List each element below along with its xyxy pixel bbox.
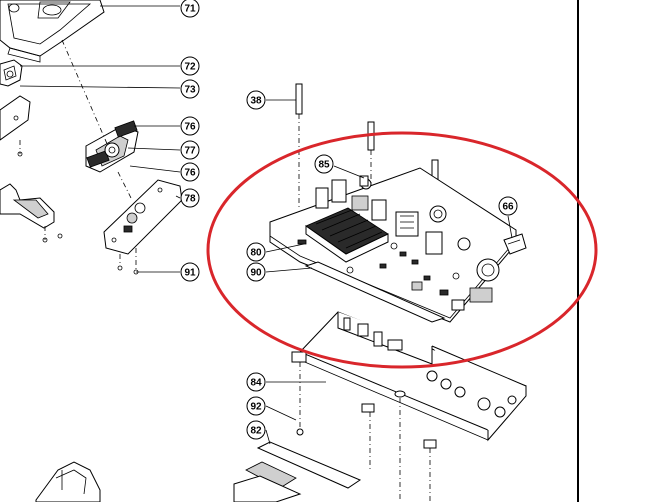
- leader-lines: [19, 5, 513, 445]
- screw-part-92: [296, 428, 304, 436]
- svg-text:91: 91: [184, 268, 196, 279]
- svg-text:76: 76: [184, 168, 196, 179]
- callout-76-bottom: 76: [180, 162, 200, 182]
- chassis-plate-84: [291, 311, 527, 502]
- top-housing-part: [0, 0, 105, 63]
- guide-line: [117, 171, 133, 201]
- main-pcb-board-80: [269, 167, 517, 323]
- callout-92: 92: [246, 396, 266, 416]
- svg-text:84: 84: [250, 378, 262, 389]
- guide-line: [61, 39, 109, 147]
- svg-text:85: 85: [318, 160, 330, 171]
- callout-71: 71: [180, 0, 200, 18]
- svg-text:76: 76: [184, 122, 196, 133]
- svg-text:38: 38: [250, 96, 262, 107]
- callout-77: 77: [180, 140, 200, 160]
- svg-text:73: 73: [184, 85, 196, 96]
- callout-38: 38: [246, 90, 266, 110]
- callout-66: 66: [498, 196, 518, 216]
- callout-90: 90: [246, 262, 266, 282]
- switch-assembly-76-77: [85, 120, 139, 173]
- svg-text:77: 77: [184, 146, 196, 157]
- svg-text:71: 71: [184, 4, 196, 15]
- callout-76-top: 76: [180, 116, 200, 136]
- bracket-part-72: [0, 59, 23, 87]
- small-board-left: [0, 95, 31, 157]
- callout-84: 84: [246, 372, 266, 392]
- callout-80: 80: [246, 242, 266, 262]
- callout-73: 73: [180, 79, 200, 99]
- callout-78: 78: [180, 188, 200, 208]
- bottom-strip-82: [233, 441, 362, 502]
- standoff-post-38: [295, 83, 303, 208]
- flat-cable-left: [0, 183, 63, 243]
- svg-text:72: 72: [184, 62, 196, 73]
- clip-part-66: [503, 233, 527, 255]
- screw-part-85: [359, 175, 369, 187]
- bottom-left-part: [35, 461, 101, 502]
- insulation-strip-90: [304, 261, 446, 323]
- callout-72: 72: [180, 56, 200, 76]
- svg-text:66: 66: [502, 202, 514, 213]
- board-part-78: [103, 179, 183, 275]
- red-highlight-ellipse: [206, 131, 598, 369]
- callout-85: 85: [314, 154, 334, 174]
- svg-text:82: 82: [250, 426, 262, 437]
- svg-text:78: 78: [184, 194, 196, 205]
- callout-91: 91: [180, 262, 200, 282]
- svg-text:90: 90: [250, 268, 262, 279]
- svg-text:92: 92: [250, 402, 262, 413]
- callout-82: 82: [246, 420, 266, 440]
- svg-text:80: 80: [250, 248, 262, 259]
